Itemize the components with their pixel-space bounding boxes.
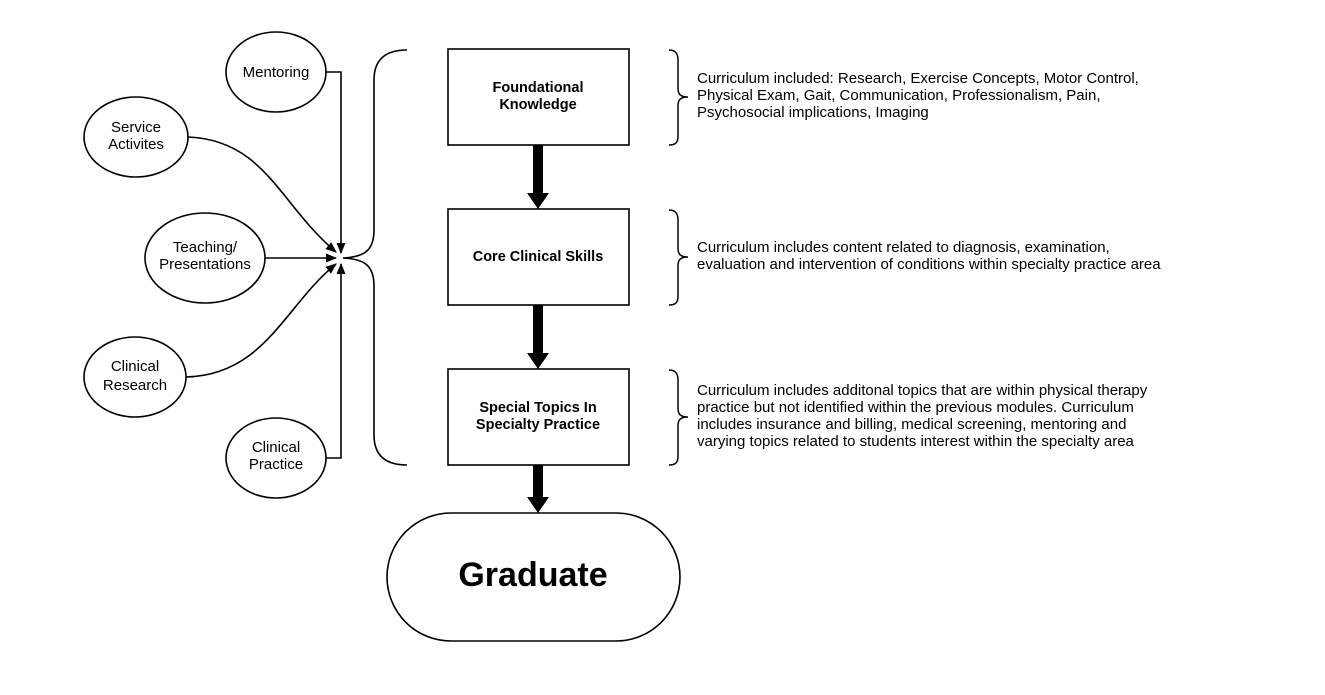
input-label: Clinical (111, 358, 159, 375)
input-label: Mentoring (243, 64, 310, 81)
input-service-activities: Service Activites (83, 96, 189, 178)
module-label: Specialty Practice (476, 417, 600, 433)
arrow-core-to-special (527, 305, 549, 369)
input-label: Service (111, 119, 161, 136)
input-clinical-practice: Clinical Practice (225, 417, 327, 499)
input-nodes: Mentoring Service Activites Teaching/ Pr… (83, 31, 327, 499)
input-label: Research (103, 377, 167, 394)
connector-mentoring (326, 71, 346, 255)
module-label: Knowledge (499, 97, 576, 113)
right-braces (668, 49, 689, 466)
input-mentoring: Mentoring (225, 31, 327, 113)
input-connectors (185, 71, 346, 459)
left-brace (342, 49, 408, 466)
description-special: Curriculum includes additonal topics tha… (697, 382, 1147, 450)
description-foundational: Curriculum included: Research, Exercise … (697, 70, 1139, 121)
module-special-topics: Special Topics In Specialty Practice (447, 368, 630, 466)
module-label: Special Topics In (479, 400, 596, 416)
input-teaching-presentations: Teaching/ Presentations (144, 212, 266, 304)
description-line: practice but not identified within the p… (697, 399, 1134, 416)
description-line: Curriculum included: Research, Exercise … (697, 70, 1139, 87)
description-line: Curriculum includes content related to d… (697, 239, 1110, 256)
graduate-terminal: Graduate (386, 512, 681, 642)
module-foundational-knowledge: Foundational Knowledge (447, 48, 630, 146)
description-core: Curriculum includes content related to d… (697, 239, 1161, 273)
right-brace-foundational (668, 49, 689, 146)
description-line: evaluation and intervention of condition… (697, 256, 1161, 273)
modules: Foundational Knowledge Core Clinical Ski… (447, 48, 630, 466)
connector-practice (326, 262, 346, 459)
right-brace-core (668, 209, 689, 306)
connector-service (187, 136, 337, 253)
description-line: Curriculum includes additonal topics tha… (697, 382, 1148, 399)
module-core-clinical-skills: Core Clinical Skills (447, 208, 630, 306)
graduate-label: Graduate (458, 556, 607, 594)
input-label: Teaching/ (173, 239, 238, 256)
description-line: includes insurance and billing, medical … (697, 416, 1127, 433)
input-label: Presentations (159, 256, 251, 273)
description-line: Psychosocial implications, Imaging (697, 104, 929, 121)
module-label: Core Clinical Skills (473, 249, 604, 265)
input-label: Practice (249, 456, 303, 473)
arrow-foundational-to-core (527, 145, 549, 209)
module-label: Foundational (492, 80, 583, 96)
connector-research (185, 263, 337, 378)
arrow-special-to-graduate (527, 465, 549, 513)
input-label: Activites (108, 136, 164, 153)
description-line: Physical Exam, Gait, Communication, Prof… (697, 87, 1101, 104)
input-clinical-research: Clinical Research (83, 336, 187, 418)
flow-arrows (527, 145, 549, 513)
description-line: varying topics related to students inter… (697, 433, 1134, 450)
input-label: Clinical (252, 439, 300, 456)
right-brace-special (668, 369, 689, 466)
